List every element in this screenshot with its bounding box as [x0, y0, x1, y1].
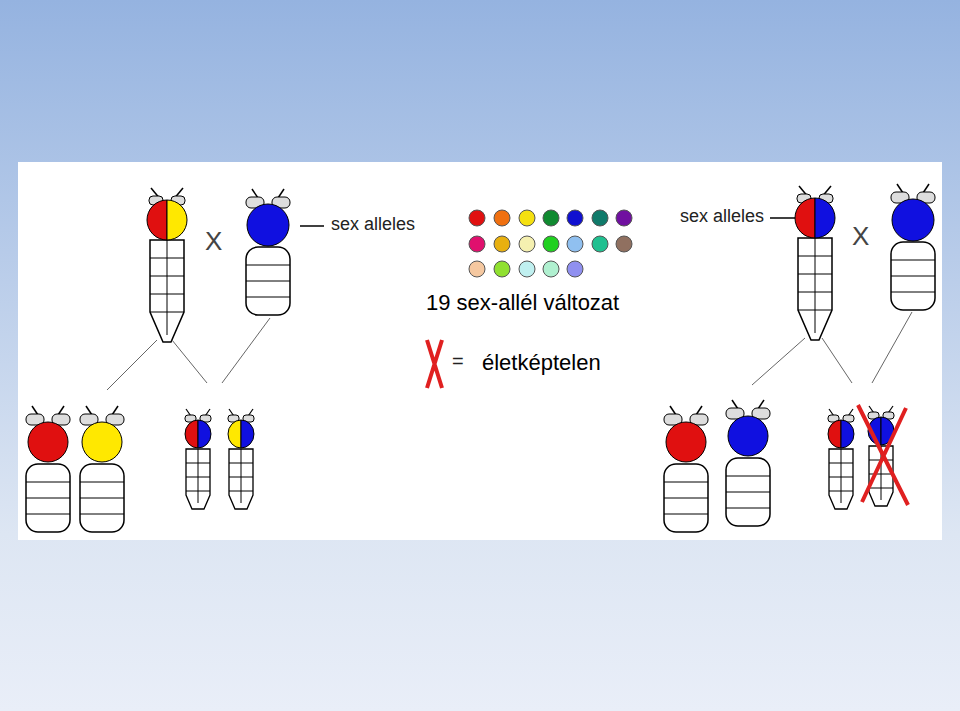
box-text: 19 sex-allél változat — [426, 284, 668, 322]
sex-alleles-label: sex alleles — [680, 206, 764, 227]
box-text: életképtelen — [482, 345, 656, 381]
text-box: 19 sex-allél változat — [418, 284, 676, 322]
svg-text:X: X — [205, 226, 222, 256]
text-box: életképtelen — [476, 345, 662, 381]
sex-alleles-label: sex alleles — [331, 214, 415, 235]
svg-text:X: X — [852, 221, 869, 251]
equals-sign: = — [452, 350, 464, 373]
